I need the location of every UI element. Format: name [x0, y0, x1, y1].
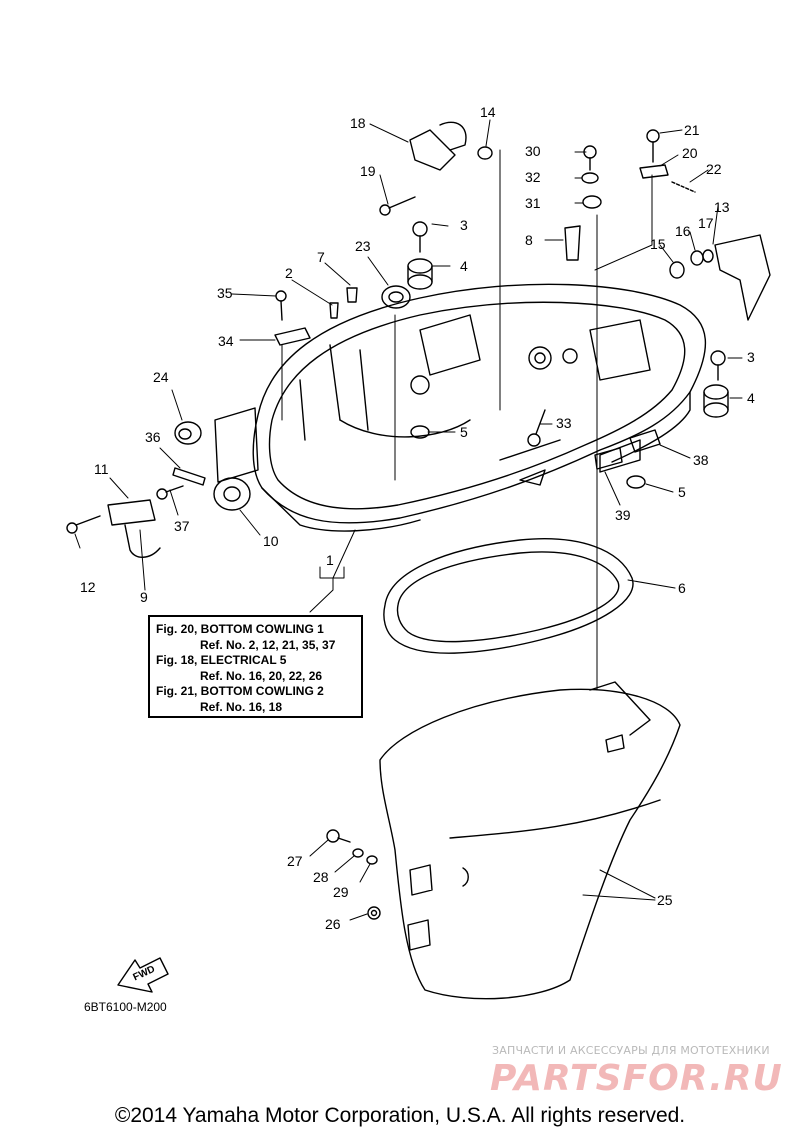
- collar-14: [477, 146, 493, 160]
- hook-9: [124, 524, 161, 558]
- callout-26: 26: [325, 916, 341, 932]
- callout-30: 30: [525, 143, 541, 159]
- callout-27: 27: [287, 853, 303, 869]
- reference-note-box: Fig. 20, BOTTOM COWLING 1 Ref. No. 2, 12…: [148, 615, 363, 718]
- callout-33: 33: [556, 415, 572, 431]
- grommet-31: [582, 195, 602, 209]
- bolt-21: [646, 129, 660, 163]
- bolt-19: [379, 196, 416, 216]
- callout-31: 31: [525, 195, 541, 211]
- damper-4b: [703, 384, 729, 418]
- callout-4b: 4: [747, 390, 755, 406]
- pin-2: [329, 302, 339, 319]
- callout-8: 8: [525, 232, 533, 248]
- plug-8: [564, 225, 581, 261]
- screw-12: [66, 515, 101, 534]
- callout-6: 6: [678, 580, 686, 596]
- seal-38: [629, 429, 661, 453]
- callout-24: 24: [153, 369, 169, 385]
- callout-23: 23: [355, 238, 371, 254]
- callout-22: 22: [706, 161, 722, 177]
- callout-5b: 5: [678, 484, 686, 500]
- callout-35: 35: [217, 285, 233, 301]
- callout-11: 11: [94, 461, 109, 477]
- grommet-15: [669, 261, 685, 279]
- bolt-30: [583, 145, 597, 171]
- callout-34: 34: [218, 333, 234, 349]
- callout-21: 21: [684, 122, 700, 138]
- watermark-tagline: ЗАПЧАСТИ И АКСЕССУАРЫ ДЛЯ МОТОТЕХНИКИ: [492, 1044, 770, 1057]
- bolt-3b: [710, 350, 726, 381]
- note-line-2: Ref. No. 2, 12, 21, 35, 37: [200, 637, 336, 652]
- spring-22: [671, 181, 696, 193]
- callout-3b: 3: [747, 349, 755, 365]
- plate-20: [639, 164, 669, 179]
- note-line-6: Ref. No. 16, 18: [200, 699, 283, 714]
- callout-14: 14: [480, 104, 496, 120]
- copyright-notice: ©2014 Yamaha Motor Corporation, U.S.A. A…: [114, 1104, 686, 1127]
- callout-7: 7: [317, 249, 325, 265]
- callout-1: 1: [326, 552, 334, 568]
- bolt-3a: [412, 221, 428, 253]
- callout-18: 18: [350, 115, 366, 131]
- note-line-3: Fig. 18, ELECTRICAL 5: [156, 653, 287, 667]
- callout-38: 38: [693, 452, 709, 468]
- bracket-36: [172, 467, 206, 486]
- callout-4a: 4: [460, 258, 468, 274]
- callout-20: 20: [682, 145, 698, 161]
- clamp-11: [107, 499, 156, 526]
- callout-28: 28: [313, 869, 329, 885]
- note-line-4: Ref. No. 16, 20, 22, 26: [200, 668, 323, 683]
- callout-17: 17: [698, 215, 714, 231]
- callout-2: 2: [285, 265, 293, 281]
- plate-34: [274, 327, 311, 346]
- washer-29: [366, 855, 378, 865]
- seal-39: [594, 447, 623, 470]
- callout-36: 36: [145, 429, 161, 445]
- grommet-23: [381, 285, 411, 309]
- screw-37: [156, 485, 184, 500]
- fwd-label: FWD: [132, 964, 157, 984]
- bottom-cowling-part-1: [252, 283, 707, 532]
- callout-5a: 5: [460, 424, 468, 440]
- screw-33: [527, 409, 546, 447]
- callout-25: 25: [657, 892, 673, 908]
- collar-5b: [626, 475, 646, 489]
- leader-lines: [74, 119, 743, 921]
- callout-37: 37: [174, 518, 190, 534]
- lever-18: [409, 121, 467, 171]
- lever-13: [714, 234, 771, 321]
- diagram-code: 6BT6100-M200: [84, 1000, 167, 1014]
- grommet-24: [174, 421, 202, 445]
- damper-4a: [407, 258, 433, 290]
- washer-28: [352, 848, 364, 858]
- seal-16: [690, 250, 704, 266]
- callout-32: 32: [525, 169, 541, 185]
- clip-7: [346, 287, 358, 303]
- callout-10: 10: [263, 533, 279, 549]
- note-line-5: Fig. 21, BOTTOM COWLING 2: [156, 684, 324, 698]
- gasket-6: [383, 538, 634, 654]
- callout-19: 19: [360, 163, 376, 179]
- nut-26: [367, 906, 381, 920]
- bolt-27: [326, 829, 351, 843]
- callout-15: 15: [650, 236, 666, 252]
- grommet-10: [213, 477, 251, 511]
- callout-12: 12: [80, 579, 96, 595]
- callout-9: 9: [140, 589, 148, 605]
- callout-3a: 3: [460, 217, 468, 233]
- fwd-arrow: [117, 957, 169, 993]
- note-line-1: Fig. 20, BOTTOM COWLING 1: [156, 622, 324, 636]
- watermark-logo: PARTSFOR.RU: [490, 1058, 783, 1099]
- callout-39: 39: [615, 507, 631, 523]
- callout-29: 29: [333, 884, 349, 900]
- lower-cowling-25: [379, 681, 681, 1000]
- washer-32: [581, 172, 599, 184]
- callout-labels: 1 2 3 3 4 4 5 5 6 7 8 9 10 11 12 13 14 1…: [80, 104, 755, 932]
- ring-17: [702, 249, 714, 263]
- bolt-35: [275, 290, 287, 321]
- callout-16: 16: [675, 223, 691, 239]
- callout-13: 13: [714, 199, 730, 215]
